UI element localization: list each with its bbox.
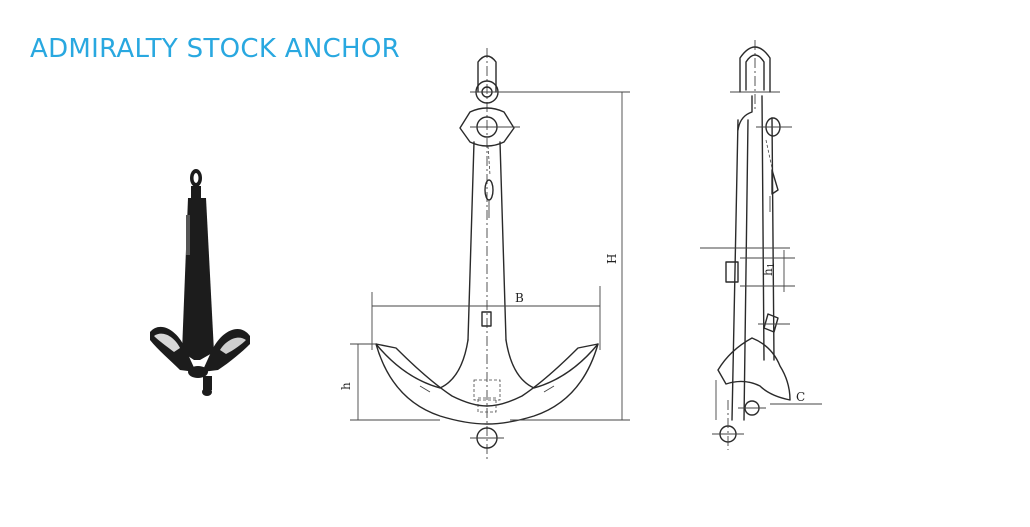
page-title: ADMIRALTY STOCK ANCHOR [30,34,401,64]
dimension-h1-label: h1 [761,263,777,276]
dimension-c-label: C [796,390,805,404]
dimension-h-label: H [605,254,619,264]
anchor-photo [150,169,250,396]
anchor-front-view: B H h [339,48,630,460]
dimension-small-h-label: h [339,382,353,390]
dimension-b-label: B [515,291,524,305]
anchor-side-view: h1 C [700,40,822,450]
